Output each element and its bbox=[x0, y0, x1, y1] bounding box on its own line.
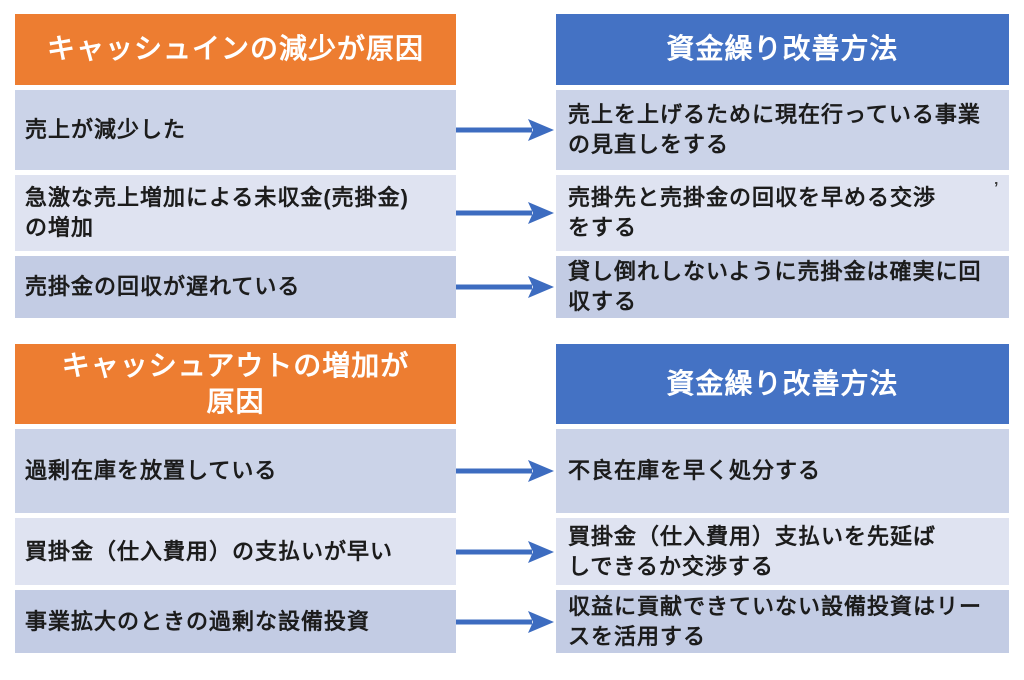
method-item: 売掛先と売掛金の回収を早める交渉 をする bbox=[556, 175, 1009, 251]
cash-in-cause-header: キャッシュインの減少が原因 bbox=[15, 14, 456, 85]
connector bbox=[456, 429, 556, 513]
stray-mark: ’ bbox=[994, 180, 999, 197]
header-gap bbox=[456, 14, 556, 85]
connector bbox=[456, 518, 556, 585]
cause-item: 急激な売上増加による未収金(売掛金) の増加 bbox=[15, 175, 456, 251]
cause-item: 買掛金（仕入費用）の支払いが早い bbox=[15, 518, 456, 585]
connector bbox=[456, 590, 556, 653]
method-item: 不良在庫を早く処分する bbox=[556, 429, 1009, 513]
arrow-right-icon bbox=[456, 539, 556, 565]
cause-item: 売上が減少した bbox=[15, 90, 456, 170]
connector bbox=[456, 175, 556, 251]
method-item: 買掛金（仕入費用）支払いを先延ば しできるか交渉する bbox=[556, 518, 1009, 585]
cause-item: 売掛金の回収が遅れている bbox=[15, 256, 456, 318]
section-cash-in: キャッシュインの減少が原因 資金繰り改善方法 売上が減少した 売上を上げるために… bbox=[0, 0, 1024, 318]
cash-out-method-header: 資金繰り改善方法 bbox=[556, 344, 1009, 424]
cash-out-cause-header: キャッシュアウトの増加が 原因 bbox=[15, 344, 456, 424]
cause-item: 事業拡大のときの過剰な設備投資 bbox=[15, 590, 456, 653]
arrow-right-icon bbox=[456, 458, 556, 484]
connector bbox=[456, 90, 556, 170]
header-gap bbox=[456, 344, 556, 424]
method-item: 貸し倒れしないように売掛金は確実に回 収する bbox=[556, 256, 1009, 318]
arrow-right-icon bbox=[456, 609, 556, 635]
method-item: 収益に貢献できていない設備投資はリー スを活用する bbox=[556, 590, 1009, 653]
cause-item: 過剰在庫を放置している bbox=[15, 429, 456, 513]
section-cash-out: キャッシュアウトの増加が 原因 資金繰り改善方法 過剰在庫を放置している 不良在… bbox=[0, 344, 1024, 653]
cash-in-method-header: 資金繰り改善方法 bbox=[556, 14, 1009, 85]
arrow-right-icon bbox=[456, 200, 556, 226]
arrow-right-icon bbox=[456, 117, 556, 143]
method-item: 売上を上げるために現在行っている事業 の見直しをする bbox=[556, 90, 1009, 170]
arrow-right-icon bbox=[456, 274, 556, 300]
connector bbox=[456, 256, 556, 318]
